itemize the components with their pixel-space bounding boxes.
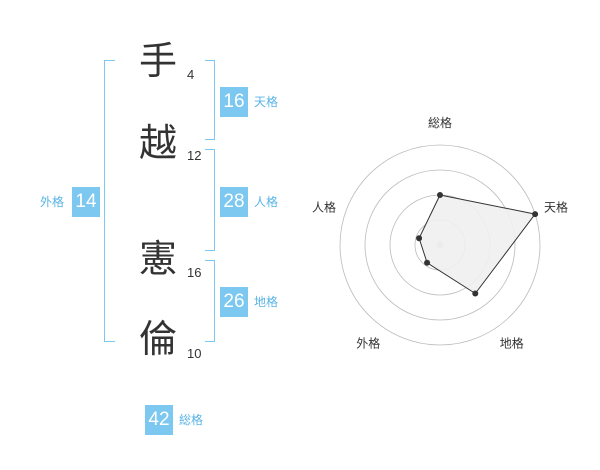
name-char-2: 越 — [138, 121, 177, 165]
jinkaku-badge: 28 — [220, 187, 248, 217]
stroke-count-4: 10 — [187, 346, 202, 361]
radar-point-0 — [437, 192, 443, 198]
gaikaku-label: 外格 — [40, 195, 65, 209]
radar-ring-4 — [339, 144, 541, 346]
stroke-count-1: 4 — [187, 67, 195, 82]
jinkaku-bracket — [205, 149, 215, 251]
radar-axis-label-4: 人格 — [312, 199, 336, 214]
radar-point-3 — [424, 259, 431, 266]
tenkaku-label: 天格 — [254, 95, 279, 109]
radar-points — [416, 192, 539, 297]
soukaku-badge: 42 — [145, 405, 173, 435]
soukaku-label: 総格 — [179, 413, 204, 427]
radar-point-4 — [416, 235, 423, 242]
gaikaku-badge: 14 — [72, 187, 100, 217]
radar-axis-label-3: 外格 — [356, 336, 380, 351]
radar-axis-label-1: 天格 — [544, 199, 568, 214]
chikaku-label: 地格 — [254, 295, 279, 309]
gaikaku-bracket — [104, 60, 115, 342]
name-char-1: 手 — [138, 39, 177, 83]
stroke-count-2: 12 — [187, 148, 202, 163]
jinkaku-label: 人格 — [254, 195, 279, 209]
radar-ring-3 — [364, 169, 516, 321]
tenkaku-badge: 16 — [220, 87, 248, 117]
chikaku-bracket — [205, 260, 215, 342]
name-char-3: 憲 — [138, 237, 177, 281]
radar-area — [418, 194, 536, 295]
radar-point-1 — [532, 211, 539, 218]
radar-grid — [339, 144, 541, 346]
chikaku-badge: 26 — [220, 287, 248, 317]
radar-axis-label-0: 総格 — [428, 115, 452, 130]
radar-point-2 — [472, 290, 479, 297]
radar-axis-label-2: 地格 — [500, 336, 524, 351]
name-char-4: 倫 — [138, 317, 177, 361]
tenkaku-bracket — [205, 60, 215, 140]
stroke-count-3: 16 — [187, 265, 202, 280]
